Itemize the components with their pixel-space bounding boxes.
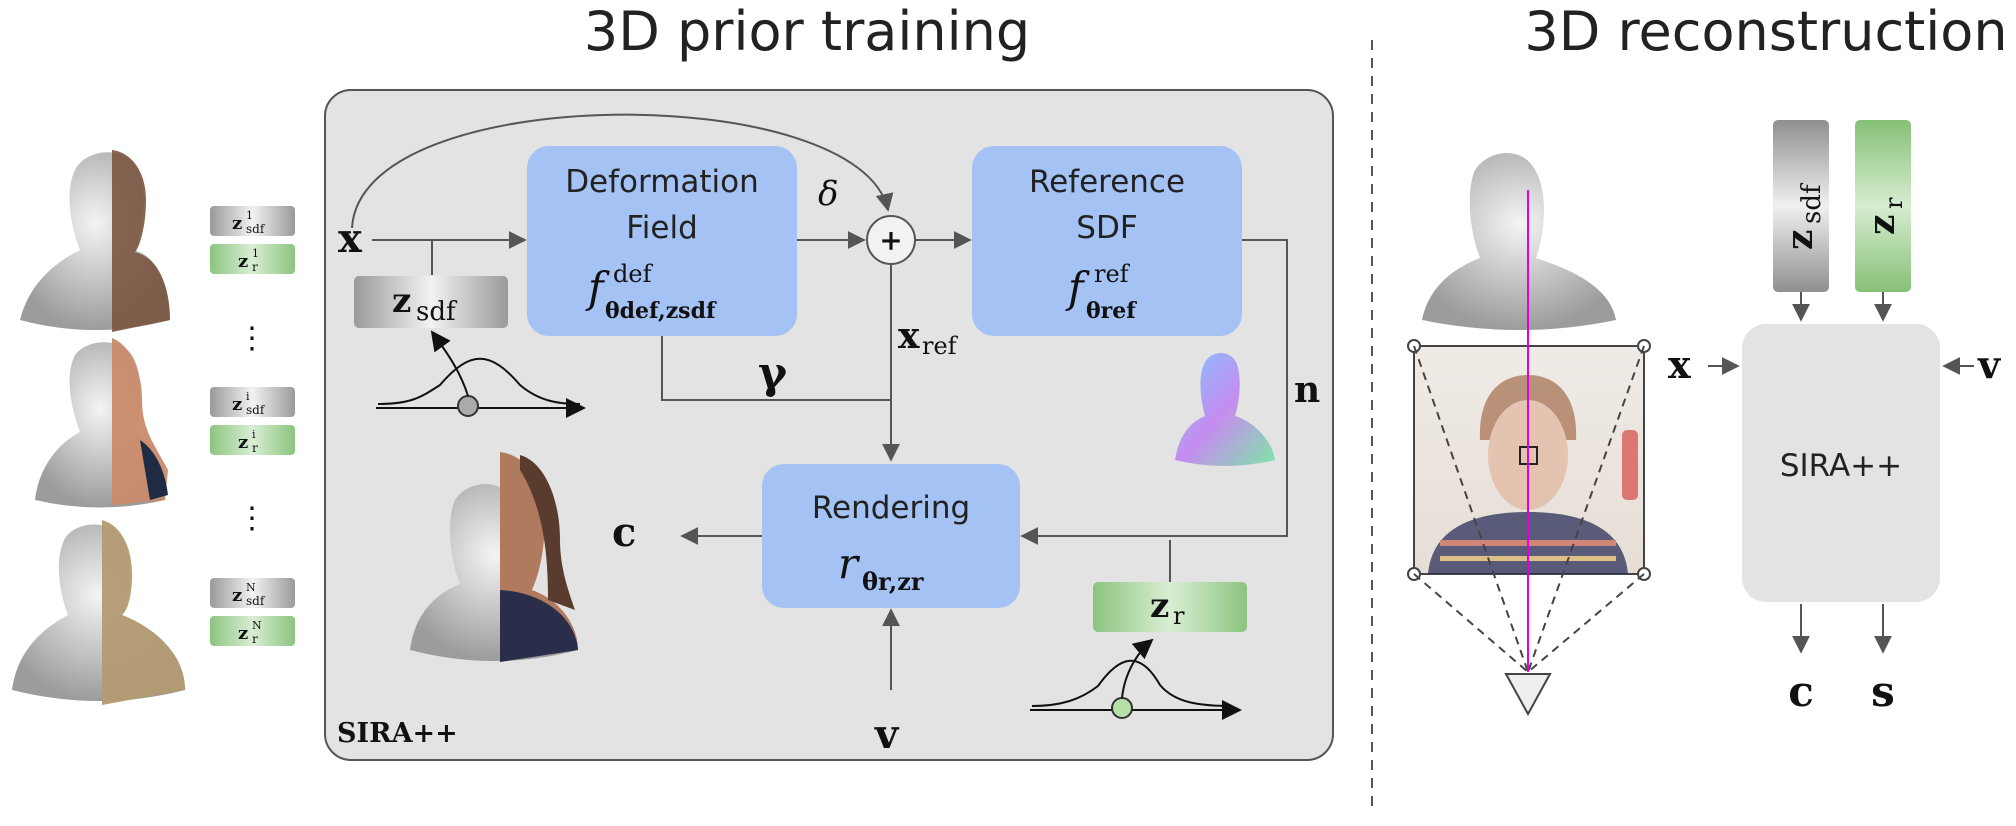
svg-text:z: z	[392, 281, 411, 321]
output-c: c	[612, 509, 636, 556]
svg-text:z: z	[1150, 586, 1169, 626]
svg-text:z: z	[1779, 230, 1821, 250]
recon-wires	[1708, 292, 1974, 654]
reference-sdf-box	[972, 146, 1242, 336]
svg-text:ref: ref	[922, 332, 959, 360]
recon-input-x: x	[1668, 342, 1691, 387]
normal-map-head	[1175, 353, 1275, 466]
rendering-label: Rendering	[812, 490, 970, 526]
latent-pair-N	[210, 578, 295, 646]
z-sdf-label: z sdf	[392, 281, 458, 327]
deformation-field-box	[527, 146, 797, 336]
reference-formula: f ref θref	[1065, 260, 1137, 324]
latent-z-sdf-sup-0: 1	[246, 209, 253, 222]
delta-symbol: δ	[818, 174, 838, 214]
latent-z-r-sub-1: r	[252, 441, 258, 455]
svg-text:def: def	[613, 260, 654, 288]
deformation-field-line2: Field	[626, 210, 698, 246]
latent-ellipsis-1: ⋮	[237, 321, 267, 356]
title-reconstruction: 3D reconstruction	[1524, 0, 2007, 63]
latent-z-r-1: z	[238, 432, 248, 453]
input-x: x	[338, 215, 363, 262]
latent-pair-1	[210, 206, 295, 274]
svg-text:r: r	[1173, 602, 1185, 630]
gamma-symbol: γ	[758, 348, 788, 399]
latent-z-sdf-sup-1: i	[246, 390, 250, 403]
z-sdf-distribution	[376, 330, 586, 418]
camera-icon	[1504, 673, 1552, 717]
latent-z-sdf-sup-2: N	[246, 581, 256, 594]
training-head-1	[20, 150, 170, 332]
recon-model-box	[1742, 324, 1940, 602]
recon-z-r-latent	[1855, 120, 1911, 292]
latent-ellipsis-2: ⋮	[237, 501, 267, 536]
svg-text:z: z	[1861, 215, 1903, 235]
svg-text:r: r	[1880, 197, 1908, 209]
recon-z-sdf-latent	[1773, 120, 1829, 292]
z-r-latent	[1093, 582, 1247, 632]
z-r-label: z r	[1150, 586, 1185, 630]
rendering-formula: r θr,zr	[838, 539, 924, 596]
svg-text:ref: ref	[1094, 260, 1131, 288]
recon-input-v: v	[1977, 342, 2002, 387]
latent-z-r-sub-0: r	[252, 260, 258, 274]
recon-head-mesh	[1422, 152, 1616, 330]
svg-text:sdf: sdf	[1797, 182, 1827, 224]
deformation-field-line1: Deformation	[565, 164, 759, 200]
svg-text:r: r	[838, 539, 861, 588]
svg-text:sdf: sdf	[416, 297, 458, 327]
reference-sdf-line2: SDF	[1076, 210, 1137, 246]
latent-z-sdf-1: z	[232, 394, 242, 415]
svg-text:θdef,zsdf: θdef,zsdf	[605, 298, 717, 324]
latent-z-r-0: z	[238, 251, 248, 272]
diagram-wires	[351, 113, 1288, 690]
x-ref-label: x ref	[898, 315, 959, 360]
latent-z-r-sup-2: N	[252, 619, 262, 632]
rendering-box	[762, 464, 1020, 608]
latent-z-sdf-sub-1: sdf	[246, 403, 266, 417]
svg-text:θr,zr: θr,zr	[862, 567, 924, 596]
latent-z-sdf-0: z	[232, 213, 242, 234]
sum-node-plus: +	[879, 224, 902, 257]
latent-z-r-2: z	[238, 623, 248, 644]
svg-text:θref: θref	[1086, 298, 1137, 324]
latent-z-sdf-sub-0: sdf	[246, 222, 266, 236]
normal-n: n	[1294, 369, 1320, 411]
view-v: v	[874, 711, 900, 758]
title-prior-training: 3D prior training	[584, 0, 1030, 63]
latent-z-r-sup-0: 1	[252, 247, 259, 260]
panel-head-composite	[410, 452, 578, 662]
latent-z-r-sup-1: i	[252, 428, 256, 441]
recon-output-c: c	[1788, 667, 1814, 716]
latent-z-sdf-sub-2: sdf	[246, 594, 266, 608]
latent-pair-i	[210, 387, 295, 455]
z-r-distribution	[1030, 638, 1242, 720]
reference-sdf-line1: Reference	[1029, 164, 1185, 200]
recon-model-label: SIRA++	[1780, 448, 1902, 484]
recon-z-r-label: z r	[1861, 197, 1908, 235]
sira-panel-label: SIRA++	[337, 718, 458, 749]
z-sdf-latent	[354, 276, 508, 328]
latent-z-sdf-2: z	[232, 585, 242, 606]
camera-frustum	[1413, 345, 1645, 673]
training-head-2	[35, 338, 168, 508]
svg-text:x: x	[898, 315, 920, 357]
training-head-3	[12, 520, 185, 705]
latent-z-r-sub-2: r	[252, 632, 258, 646]
recon-output-s: s	[1871, 667, 1895, 716]
recon-z-sdf-label: z sdf	[1779, 182, 1827, 250]
